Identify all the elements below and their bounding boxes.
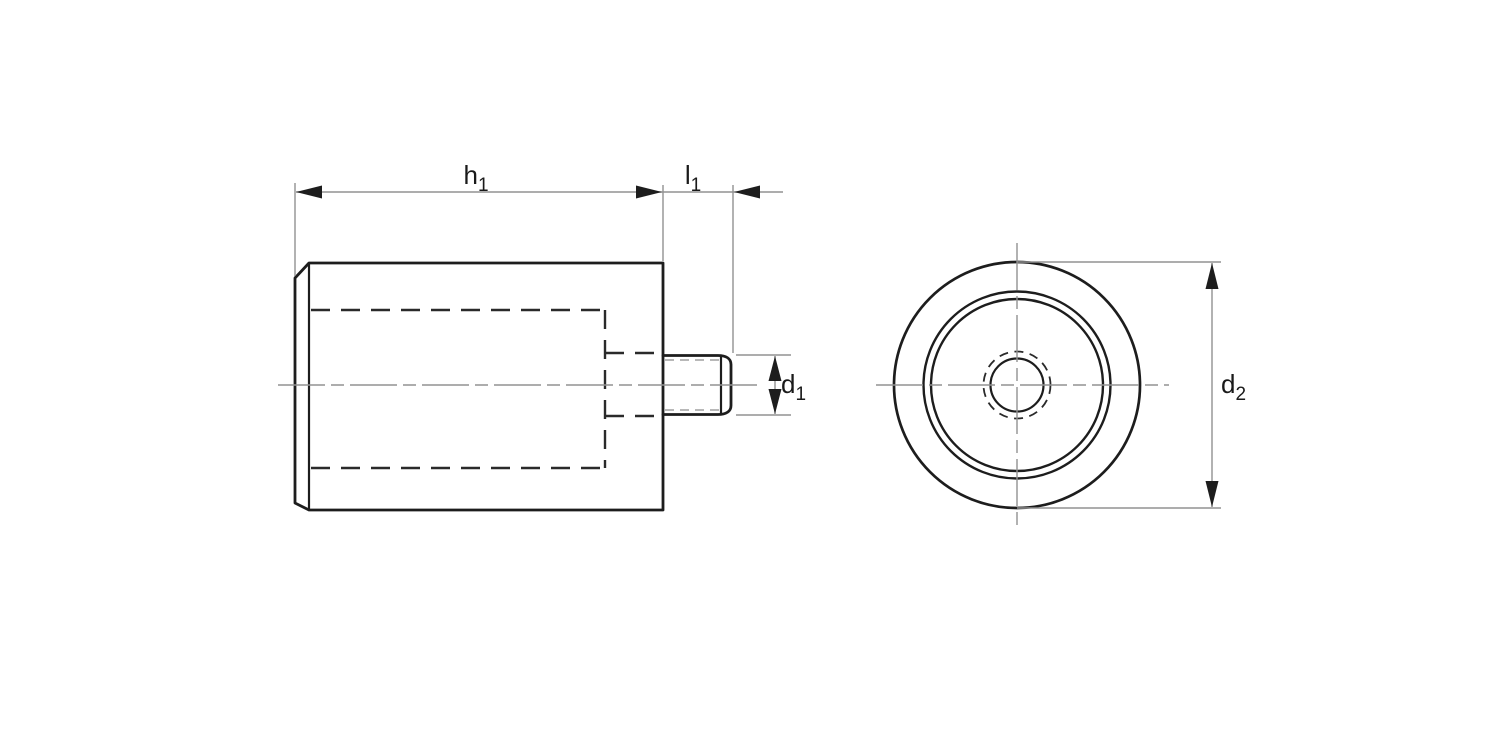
dimension-h1: h1 xyxy=(294,160,783,276)
dimension-d1: d1 xyxy=(736,354,806,416)
l1-label: l1 xyxy=(685,160,701,196)
h1-label: h1 xyxy=(463,160,488,196)
dimension-d2: d2 xyxy=(1017,261,1246,509)
d1-arrow-down xyxy=(768,389,782,414)
d2-label: d2 xyxy=(1221,369,1246,405)
hidden-bore-lines xyxy=(311,308,663,470)
d1-label: d1 xyxy=(781,369,806,405)
l1-arrow-right xyxy=(734,185,760,199)
side-view xyxy=(278,261,757,512)
dimension-l1: l1 xyxy=(685,160,760,353)
d2-arrow-down xyxy=(1205,481,1219,507)
h1-arrow-left xyxy=(296,185,322,199)
d2-arrow-up xyxy=(1205,263,1219,289)
d1-arrow-up xyxy=(768,356,782,381)
h1-arrow-right xyxy=(636,185,662,199)
front-view xyxy=(876,243,1169,527)
buffer-body-outline xyxy=(293,261,665,512)
